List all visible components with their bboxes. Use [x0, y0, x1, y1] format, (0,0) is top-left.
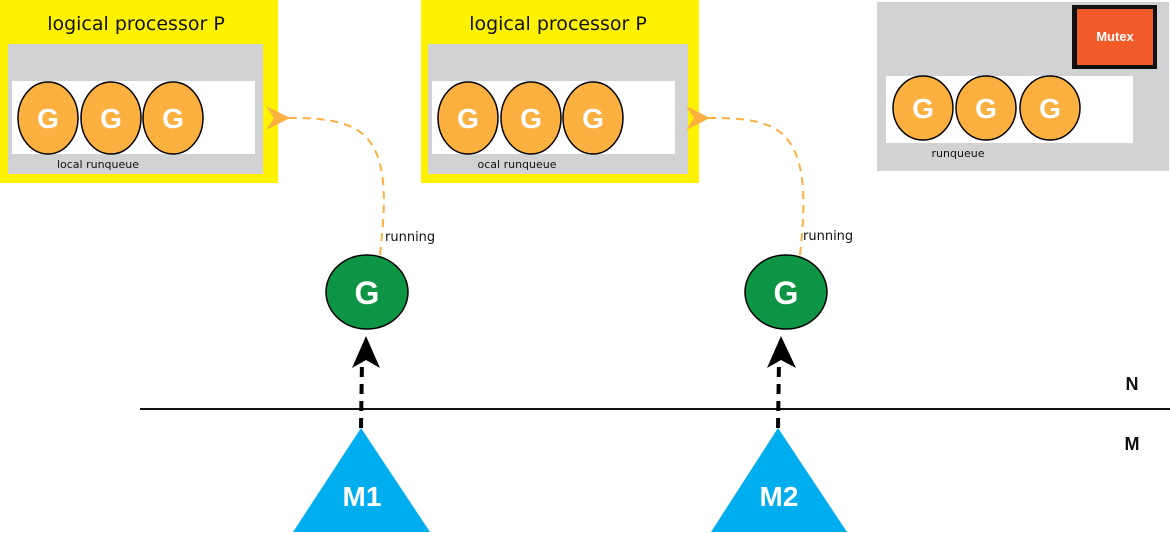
- divider-upper-label: N: [1126, 374, 1139, 394]
- running-label-2: running: [803, 229, 853, 244]
- svg-text:G: G: [975, 93, 997, 124]
- mutex-box: [1077, 9, 1153, 65]
- svg-text:G: G: [100, 103, 122, 134]
- running-arrow-2: [685, 105, 805, 256]
- queued-goroutine: G: [17, 81, 79, 155]
- svg-text:G: G: [520, 103, 542, 134]
- queued-goroutine: G: [1019, 75, 1081, 141]
- running-goroutine-1: G: [325, 254, 409, 330]
- divider-lower-label: M: [1125, 434, 1140, 454]
- machine-thread-m2: M2: [711, 428, 847, 532]
- thread-arrow-2: [767, 336, 796, 429]
- queued-goroutine: G: [437, 81, 499, 155]
- machine-label: M1: [343, 481, 382, 512]
- logical-processor-2: logical processor P G G G ocal runqueue: [421, 0, 699, 183]
- queued-goroutine: G: [892, 75, 954, 141]
- processor-title: logical processor P: [47, 13, 225, 35]
- queued-goroutine: G: [562, 81, 624, 155]
- svg-text:G: G: [457, 103, 479, 134]
- svg-text:G: G: [355, 275, 380, 311]
- queued-goroutine: G: [80, 81, 142, 155]
- svg-text:G: G: [1039, 93, 1061, 124]
- thread-arrow-1: [352, 336, 380, 429]
- svg-text:G: G: [774, 275, 799, 311]
- running-arrow-1: [265, 105, 385, 256]
- queued-goroutine: G: [500, 81, 562, 155]
- queued-goroutine: G: [955, 75, 1017, 141]
- svg-text:G: G: [582, 103, 604, 134]
- machine-label: M2: [760, 481, 799, 512]
- logical-processor-1: logical processor P G G G local runqueue: [0, 0, 278, 183]
- svg-text:G: G: [37, 103, 59, 134]
- runqueue-label: local runqueue: [57, 158, 139, 171]
- mutex-label: Mutex: [1096, 29, 1134, 44]
- machine-thread-m1: M1: [293, 428, 430, 532]
- runqueue-label: ocal runqueue: [478, 158, 557, 171]
- runqueue-label: runqueue: [932, 147, 985, 160]
- running-goroutine-2: G: [744, 254, 828, 330]
- global-runqueue: Mutex G G G runqueue: [877, 2, 1169, 171]
- running-label-1: running: [385, 230, 435, 245]
- svg-text:G: G: [162, 103, 184, 134]
- queued-goroutine: G: [142, 81, 204, 155]
- svg-text:G: G: [912, 93, 934, 124]
- processor-title: logical processor P: [469, 13, 647, 35]
